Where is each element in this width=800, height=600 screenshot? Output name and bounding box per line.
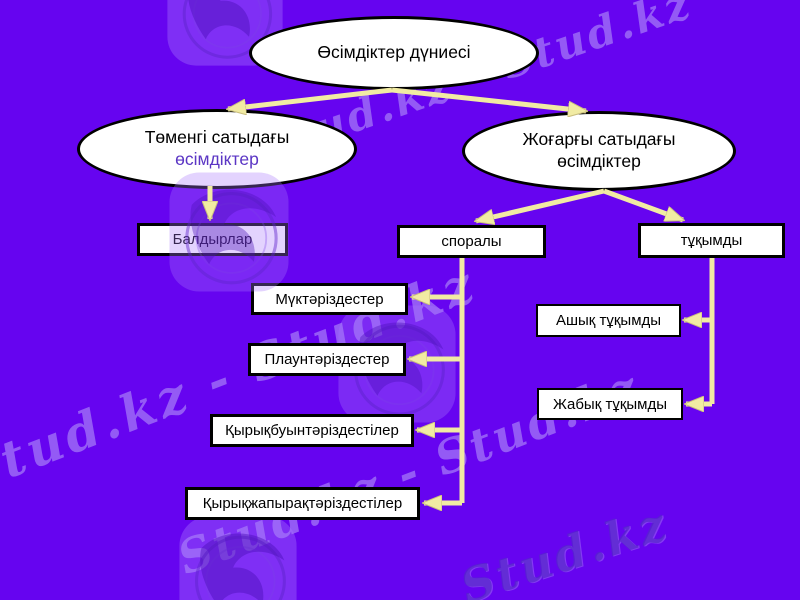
node-label: Жоғарғы сатыдағы өсімдіктер <box>522 129 676 171</box>
node-mosses: Мүктәріздестер <box>251 283 408 315</box>
studkz-logo-icon <box>179 516 297 600</box>
node-horsetails: Қырықбуынтәріздестілер <box>210 414 414 447</box>
node-label: Мүктәріздестер <box>275 290 384 308</box>
node-label: Ашық тұқымды <box>555 312 662 329</box>
node-label: Төменгі сатыдағы өсімдіктер <box>144 127 290 169</box>
node-gymnosperms: Ашық тұқымды <box>536 304 681 337</box>
node-ferns: Қырықжапырақтәріздестілер <box>185 487 420 520</box>
node-label: Қырықжапырақтәріздестілер <box>202 495 403 512</box>
node-clubmosses: Плаунтәріздестер <box>248 343 406 376</box>
node-label: Қырықбуынтәріздестілер <box>225 422 399 439</box>
node-lower-plants: Төменгі сатыдағы өсімдіктер <box>77 109 357 189</box>
node-plant-world: Өсімдіктер дүниесі <box>249 16 539 90</box>
node-seed-plants: тұқымды <box>638 223 785 258</box>
node-label: споралы <box>441 233 502 250</box>
node-angiosperms: Жабық тұқымды <box>537 388 683 420</box>
node-spore-plants: споралы <box>397 225 546 258</box>
watermark-text: Stud.kz <box>453 495 675 600</box>
node-label: Жабық тұқымды <box>552 395 668 413</box>
node-label: Балдырлар <box>172 231 253 248</box>
watermark-text: Stud.kz - Stud.kz <box>0 253 485 505</box>
node-algae: Балдырлар <box>137 223 288 256</box>
node-label: тұқымды <box>680 232 743 249</box>
node-label: Өсімдіктер дүниесі <box>317 42 471 63</box>
node-higher-plants: Жоғарғы сатыдағы өсімдіктер <box>462 111 736 191</box>
node-label: Плаунтәріздестер <box>264 351 390 368</box>
